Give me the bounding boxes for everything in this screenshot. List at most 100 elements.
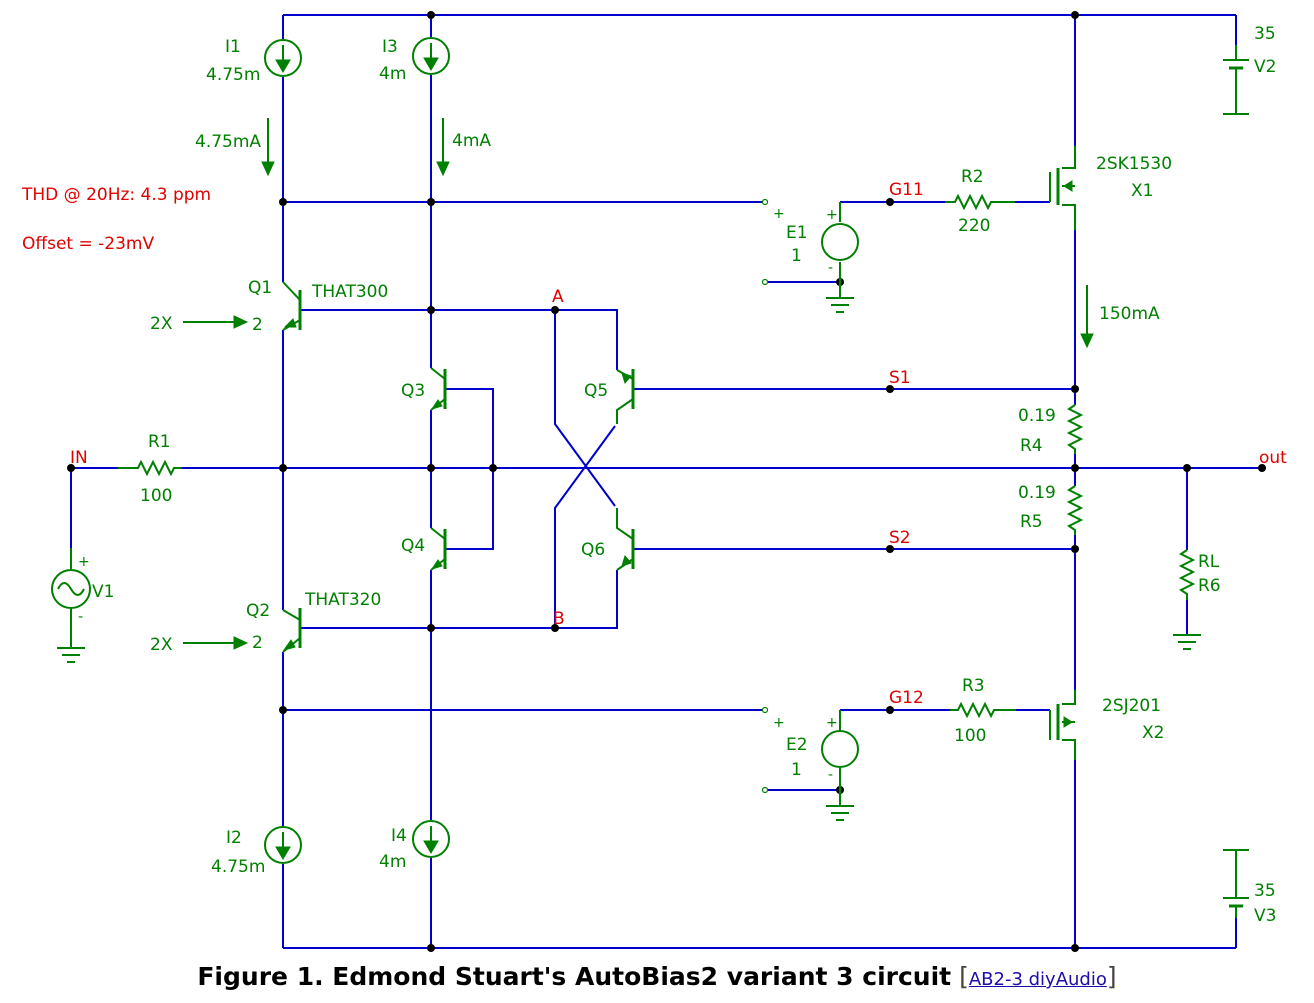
r4-value: 0.19 xyxy=(1018,406,1056,426)
transistor-q3 xyxy=(430,367,447,411)
transistor-q2 xyxy=(282,608,302,653)
x1-model: 2SK1530 xyxy=(1096,154,1172,174)
resistor-r5 xyxy=(1066,485,1084,535)
r5-name: R5 xyxy=(1020,512,1043,532)
v2-value: 35 xyxy=(1254,24,1276,44)
ground-symbols xyxy=(57,95,1249,870)
q4-name: Q4 xyxy=(401,536,425,556)
v1-name: V1 xyxy=(92,582,114,602)
e1-value: 1 xyxy=(791,246,802,266)
e2-minus-out: - xyxy=(828,767,833,783)
i3-current: 4mA xyxy=(452,131,491,151)
x2-name: X2 xyxy=(1142,723,1164,743)
x1-current: 150mA xyxy=(1099,304,1160,324)
i1-value: 4.75m xyxy=(206,65,260,85)
transistor-q5 xyxy=(616,369,635,424)
q2-drive: 2X xyxy=(150,635,173,655)
resistor-r3 xyxy=(950,701,1016,719)
labels: THD @ 20Hz: 4.3 ppm Offset = -23mV I1 4.… xyxy=(21,24,1287,926)
signal-source-v1 xyxy=(51,548,91,648)
i2-name: I2 xyxy=(226,828,242,848)
q1-name: Q1 xyxy=(248,278,272,298)
offset-annotation: Offset = -23mV xyxy=(22,234,154,254)
current-source-i4 xyxy=(412,820,450,858)
r2-value: 220 xyxy=(958,216,990,236)
current-source-i1 xyxy=(264,39,302,77)
resistor-r1 xyxy=(118,459,182,477)
supply-v2 xyxy=(1223,45,1249,95)
resistor-r6 xyxy=(1178,549,1196,600)
node-a: A xyxy=(552,287,564,307)
x2-model: 2SJ201 xyxy=(1102,696,1161,716)
current-arrows xyxy=(261,118,1094,349)
r6-rl: RL xyxy=(1198,552,1220,572)
figure-caption: Figure 1. Edmond Stuart's AutoBias2 vari… xyxy=(0,962,1314,991)
i4-value: 4m xyxy=(379,852,406,872)
supply-v3 xyxy=(1223,870,1249,918)
transistor-q6 xyxy=(616,508,635,571)
e1-minus-out: - xyxy=(828,260,833,276)
vcvs-e1 xyxy=(821,202,859,298)
r6-name: R6 xyxy=(1198,576,1221,596)
v3-name: V3 xyxy=(1254,906,1276,926)
r2-name: R2 xyxy=(961,167,984,187)
v2-name: V2 xyxy=(1254,57,1276,77)
q1-pin: 2 xyxy=(252,315,263,335)
q1-model: THAT300 xyxy=(311,282,388,302)
node-g12: G12 xyxy=(889,688,924,708)
vcvs-e2 xyxy=(821,710,859,806)
q2-pin: 2 xyxy=(252,633,263,653)
i1-current: 4.75mA xyxy=(195,132,261,152)
thd-annotation: THD @ 20Hz: 4.3 ppm xyxy=(21,185,211,205)
e2-value: 1 xyxy=(791,760,802,780)
resistor-r4 xyxy=(1066,404,1084,454)
transistor-q4 xyxy=(430,527,447,571)
current-source-i3 xyxy=(412,37,450,75)
i4-name: I4 xyxy=(391,826,407,846)
q2-name: Q2 xyxy=(246,601,270,621)
r3-value: 100 xyxy=(954,726,986,746)
r1-name: R1 xyxy=(148,432,171,452)
r1-value: 100 xyxy=(140,486,172,506)
i3-name: I3 xyxy=(382,37,398,57)
i3-value: 4m xyxy=(379,64,406,84)
r5-value: 0.19 xyxy=(1018,483,1056,503)
node-g11: G11 xyxy=(889,180,924,200)
v1-plus: + xyxy=(78,554,90,570)
v1-minus: - xyxy=(78,609,83,625)
r3-name: R3 xyxy=(962,676,985,696)
v3-value: 35 xyxy=(1254,881,1276,901)
wires xyxy=(70,14,1262,949)
node-b: B xyxy=(553,609,565,629)
e2-plus-in: + xyxy=(773,715,785,731)
transistor-q1 xyxy=(282,281,302,331)
junction-dots xyxy=(67,11,1266,952)
x1-name: X1 xyxy=(1131,181,1153,201)
i2-value: 4.75m xyxy=(211,857,265,877)
e1-plus-in: + xyxy=(773,206,785,222)
node-out: out xyxy=(1259,448,1287,468)
schematic: THD @ 20Hz: 4.3 ppm Offset = -23mV I1 4.… xyxy=(21,11,1287,952)
resistor-r2 xyxy=(945,193,1015,211)
caption-bracket-open: [ xyxy=(959,962,969,991)
vcvs-terminals xyxy=(761,198,769,794)
q2-model: THAT320 xyxy=(304,590,381,610)
drive-arrows xyxy=(183,315,249,650)
q3-name: Q3 xyxy=(401,381,425,401)
e1-plus-out: + xyxy=(826,207,838,223)
e2-name: E2 xyxy=(786,735,808,755)
e1-name: E1 xyxy=(786,223,808,243)
mosfet-x2 xyxy=(1049,690,1076,760)
r4-name: R4 xyxy=(1020,436,1043,456)
caption-source-link[interactable]: AB2-3 diyAudio xyxy=(968,969,1107,990)
caption-bracket-close: ] xyxy=(1106,962,1117,991)
mosfet-x1 xyxy=(1049,146,1076,230)
node-in: IN xyxy=(70,448,88,468)
q1-drive: 2X xyxy=(150,314,173,334)
q6-name: Q6 xyxy=(581,540,605,560)
q5-name: Q5 xyxy=(584,381,608,401)
caption-title: Figure 1. Edmond Stuart's AutoBias2 vari… xyxy=(197,962,952,991)
node-s1: S1 xyxy=(889,368,911,388)
i1-name: I1 xyxy=(225,37,241,57)
current-source-i2 xyxy=(264,826,302,864)
